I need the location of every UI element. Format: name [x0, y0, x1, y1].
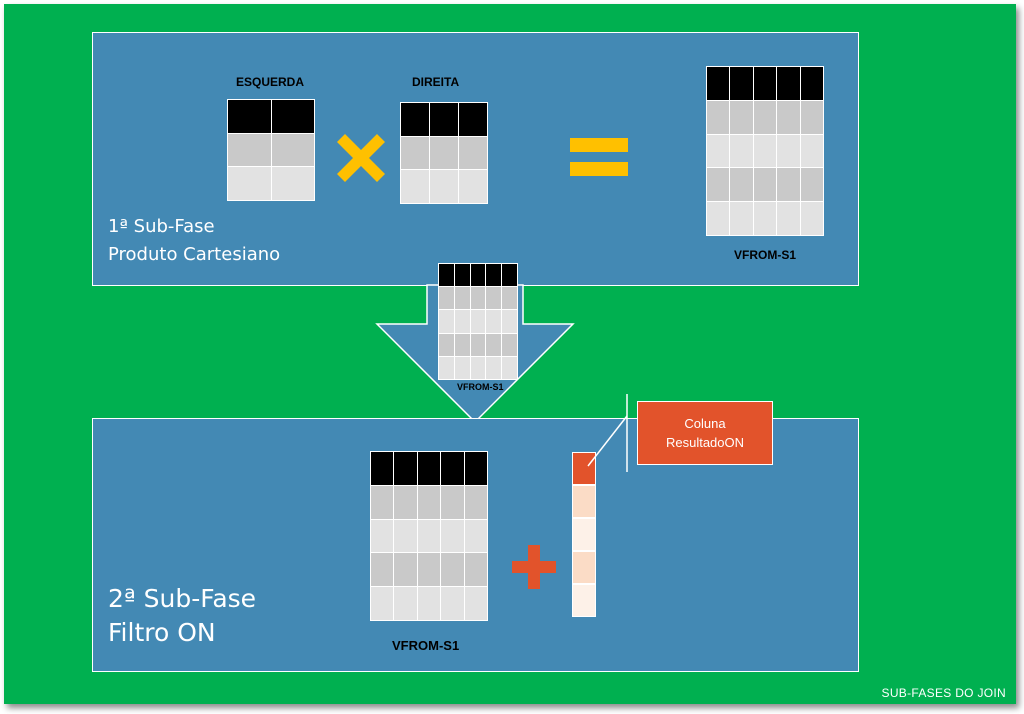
- phase1-title-line2: Produto Cartesiano: [108, 244, 281, 265]
- plus-icon: [512, 545, 556, 589]
- left-table: [227, 99, 315, 201]
- callout-pointer: [587, 394, 628, 472]
- result-table: [705, 66, 825, 236]
- phase1-title-line1: 1ª Sub-Fase: [108, 216, 215, 237]
- arrow-table: [438, 262, 518, 381]
- footer-caption: SUB-FASES DO JOIN: [881, 686, 1006, 700]
- arrow-table-label: VFROM-S1: [457, 382, 504, 392]
- filtered-table-label: VFROM-S1: [392, 638, 460, 653]
- equals-icon: [570, 138, 628, 176]
- right-table: [400, 102, 488, 204]
- right-table-label: DIREITA: [412, 75, 460, 89]
- filtered-table: [369, 451, 489, 621]
- phase2-title-line2: Filtro ON: [108, 618, 216, 647]
- callout-line1: Coluna: [684, 416, 726, 431]
- result-table-label: VFROM-S1: [734, 248, 797, 262]
- phase2-title-line1: 2ª Sub-Fase: [108, 584, 257, 613]
- resultado-on-column: [572, 452, 596, 617]
- multiply-icon: [337, 134, 385, 182]
- callout-line2: ResultadoON: [665, 435, 745, 450]
- callout-box: Coluna ResultadoON: [637, 401, 773, 465]
- left-table-label: ESQUERDA: [236, 75, 305, 89]
